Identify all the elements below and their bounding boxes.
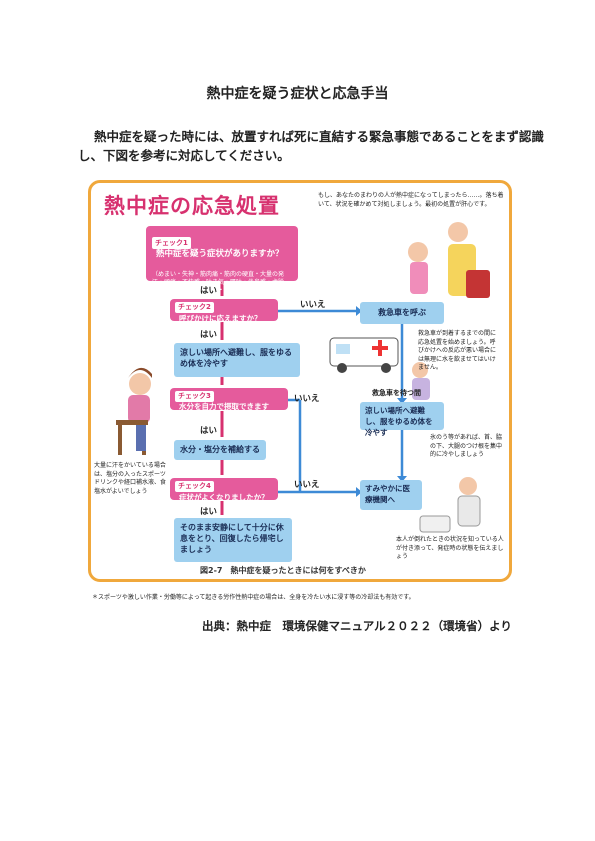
no-label-2: いいえ bbox=[294, 394, 320, 404]
check2-question: 呼びかけに応えますか？ bbox=[179, 313, 262, 323]
check1-tag: チェック1 bbox=[152, 237, 191, 249]
people-illustration bbox=[408, 222, 490, 533]
check3-question: 水分を自力で摂取できますか？ bbox=[179, 402, 269, 420]
action-rest-box: そのまま安静にして十分に休息をとり、回復したら帰宅しましょう bbox=[174, 518, 292, 562]
intro-text: 熱中症を疑った時には、放置すれば死に直結する緊急事態であることをまず認識 し、下… bbox=[78, 127, 550, 165]
ice-note: 氷のう等があれば、首、脇の下、大腿のつけ根を集中的に冷やしましょう bbox=[430, 434, 503, 458]
action-hydrate-box: 水分・塩分を補給する bbox=[174, 440, 266, 460]
page-title: 熱中症を疑う症状と応急手当 bbox=[206, 86, 389, 102]
yes-label-3: はい bbox=[200, 426, 218, 436]
cool-down-box: 涼しい場所へ避難し、服をゆるめ体を冷やす bbox=[360, 402, 444, 437]
witness-note: 本人が倒れたときの状況を知っている人が付き添って、発症時の状態を伝えましょう bbox=[396, 536, 504, 560]
action-cool-box: 涼しい場所へ避難し、服をゆるめ体を冷やす bbox=[174, 343, 300, 377]
figure-caption: 図2-7 熱中症を疑ったときには何をすべきか bbox=[200, 566, 366, 575]
check4-tag: チェック4 bbox=[175, 481, 214, 492]
figure-title: 熱中症の応急処置 bbox=[104, 194, 280, 218]
check2-tag: チェック2 bbox=[175, 302, 214, 313]
check1-question: 熱中症を疑う症状がありますか？ bbox=[156, 249, 284, 259]
yes-label-1: はい bbox=[200, 286, 218, 296]
no-label-3: いいえ bbox=[294, 480, 320, 490]
yes-label-4: はい bbox=[200, 507, 218, 517]
call-ambulance-box: 救急車を呼ぶ bbox=[360, 302, 444, 324]
no-label-1: いいえ bbox=[300, 300, 326, 310]
wait-ambulance-label: 救急車を待つ間 bbox=[372, 389, 421, 397]
intro-line-2: し、下図を参考に対応してください。 bbox=[78, 148, 290, 163]
check1-symptoms: （めまい・失神・筋肉痛・筋肉の硬直・大量の発汗・頭痛・不快感・吐き気・嘔吐・倦怠… bbox=[152, 271, 285, 302]
yes-label-2: はい bbox=[200, 330, 218, 340]
check2-box: チェック2 呼びかけに応えますか？ bbox=[170, 299, 278, 323]
figure-note-top: もし、あなたのまわりの人が熱中症になってしまったら……。落ち着いて、状況を確かめ… bbox=[318, 192, 504, 208]
hospital-box: すみやかに医療機関へ bbox=[360, 480, 422, 510]
check1-box: チェック1 熱中症を疑う症状がありますか？ （めまい・失神・筋肉痛・筋肉の硬直・… bbox=[146, 226, 298, 302]
intro-line-1: 熱中症を疑った時には、放置すれば死に直結する緊急事態であることをまず認識 bbox=[94, 129, 544, 144]
ambulance-illustration bbox=[329, 337, 399, 373]
drink-note: 大量に汗をかいている場合は、塩分の入ったスポーツドリンクや経口補水液、食塩水がよ… bbox=[94, 462, 167, 495]
girl-drinking-illustration bbox=[116, 367, 152, 455]
check3-tag: チェック3 bbox=[175, 391, 214, 402]
figure-footnote: ＊スポーツや激しい作業・労働等によって起きる労作性熱中症の場合は、全身を冷たい水… bbox=[92, 594, 415, 601]
check4-box: チェック4 症状がよくなりましたか？ bbox=[170, 478, 278, 502]
ambulance-note: 救急車が到着するまでの間に応急処置を始めましょう。呼びかけへの反応が悪い場合には… bbox=[418, 330, 497, 371]
source-citation: 出典：熱中症 環境保健マニュアル２０２２（環境省）より bbox=[202, 619, 512, 633]
check4-question: 症状がよくなりましたか？ bbox=[179, 492, 269, 502]
check3-box: チェック3 水分を自力で摂取できますか？ bbox=[170, 388, 288, 420]
